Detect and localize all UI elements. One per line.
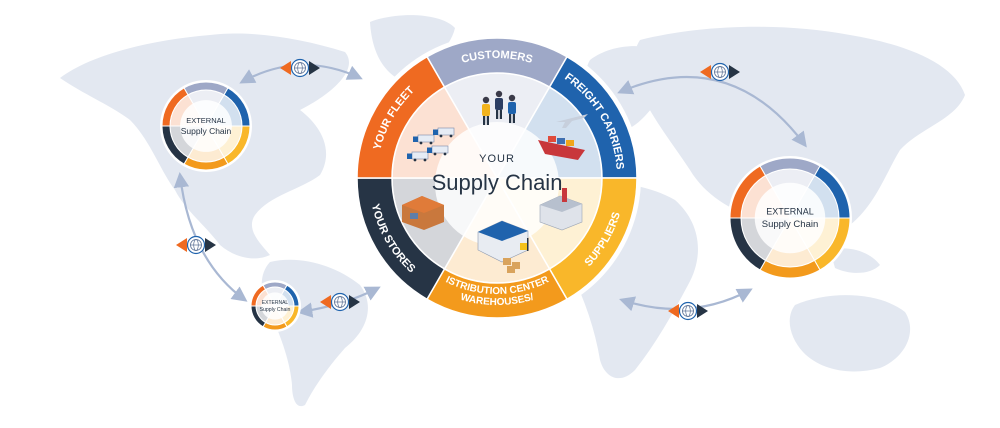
external-wheel-2-line1: EXTERNAL [262, 300, 289, 306]
forklift-icon [520, 238, 529, 251]
australia-shape [789, 295, 911, 372]
globe-icon [668, 301, 708, 321]
warehouses-label: WAREHOUSES/ [459, 292, 535, 308]
globe-badges [176, 58, 740, 321]
segment-band-5 [356, 55, 446, 179]
external-wheel-3: EXTERNAL Supply Chain [728, 156, 852, 280]
greenland-shape [370, 15, 455, 80]
plane-icon [556, 114, 588, 128]
people-icon [482, 90, 516, 125]
external-wheel-2-line2: Supply Chain [260, 307, 291, 313]
store-icon [402, 196, 444, 230]
islands-shape [830, 248, 880, 273]
external-wheel-3-line2: Supply Chain [762, 219, 819, 230]
ship-icon [538, 136, 585, 160]
customers-label: CUSTOMERS [460, 49, 534, 66]
center-disc [435, 122, 559, 246]
center-title: Supply Chain [432, 170, 563, 195]
center-title-top: YOUR [479, 153, 515, 165]
globe-icon [280, 58, 320, 78]
external-wheel-1-line2: Supply Chain [181, 126, 232, 136]
external-wheel-3-line1: EXTERNAL [766, 207, 814, 217]
globe-icon [320, 292, 360, 312]
customers-label-path: CUSTOMERS [460, 49, 534, 66]
globe-icon [176, 235, 216, 255]
truck-icon [407, 127, 455, 162]
globe-icon [700, 62, 740, 82]
warehouses-label-path: WAREHOUSES/ [459, 292, 535, 308]
external-wheel-1-line1: EXTERNAL [186, 116, 226, 125]
factory-icon [539, 188, 583, 231]
arrow-main-to-asia [617, 75, 807, 148]
